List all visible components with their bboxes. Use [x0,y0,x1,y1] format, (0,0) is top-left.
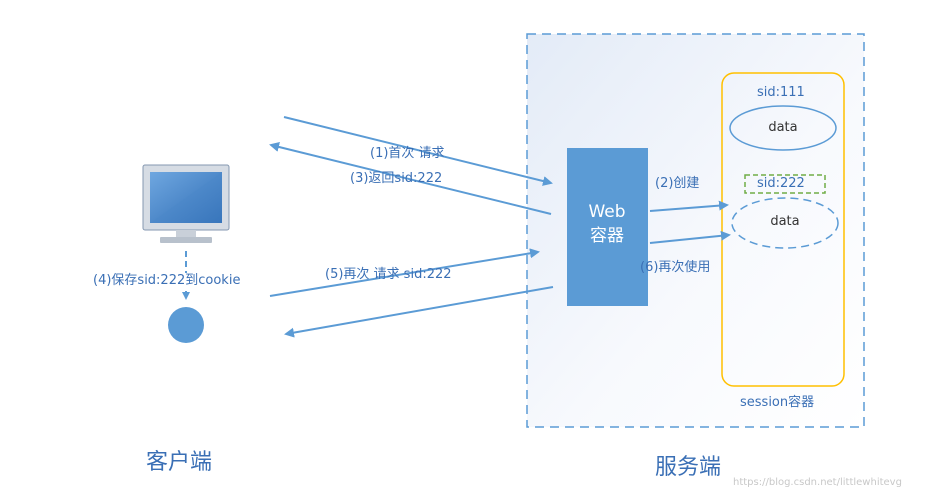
watermark: https://blog.csdn.net/littlewhitevg [733,477,902,488]
arrow-step1-request [283,116,553,186]
label-step1: (1)首次 请求 [370,146,445,161]
arrow-step2-create [649,200,729,212]
label-step4: (4)保存sid:222到cookie [91,273,243,289]
label-step2: (2)创建 [655,176,700,191]
web-container-label-line1: Web [588,202,626,222]
session-111-data-ellipse [729,105,837,151]
session-222-data-ellipse [731,197,839,249]
arrow-step6-reuse [649,230,731,244]
computer-icon [142,164,230,243]
session-111-sid: sid:111 [757,85,805,100]
label-step6: (6)再次使用 [640,260,711,275]
session-111-data-label: data [768,120,798,135]
session-222-sid: sid:222 [757,176,805,191]
session-container-box [721,72,845,387]
session-container-label: session容器 [740,395,815,410]
client-title: 客户端 [146,450,213,475]
label-step5: (5)再次 请求 sid:222 [325,267,452,282]
arrow-step5-request [269,248,540,297]
label-step3: (3)返回sid:222 [350,171,443,186]
sid-222-box [744,174,826,194]
session-222-data-label: data [770,214,800,229]
arrow-response [284,286,554,338]
web-container-label-line2: 容器 [590,226,624,246]
web-container-box [567,148,648,306]
arrow-step3-return [269,142,552,215]
cookie-circle [168,307,204,343]
server-title: 服务端 [655,455,722,480]
